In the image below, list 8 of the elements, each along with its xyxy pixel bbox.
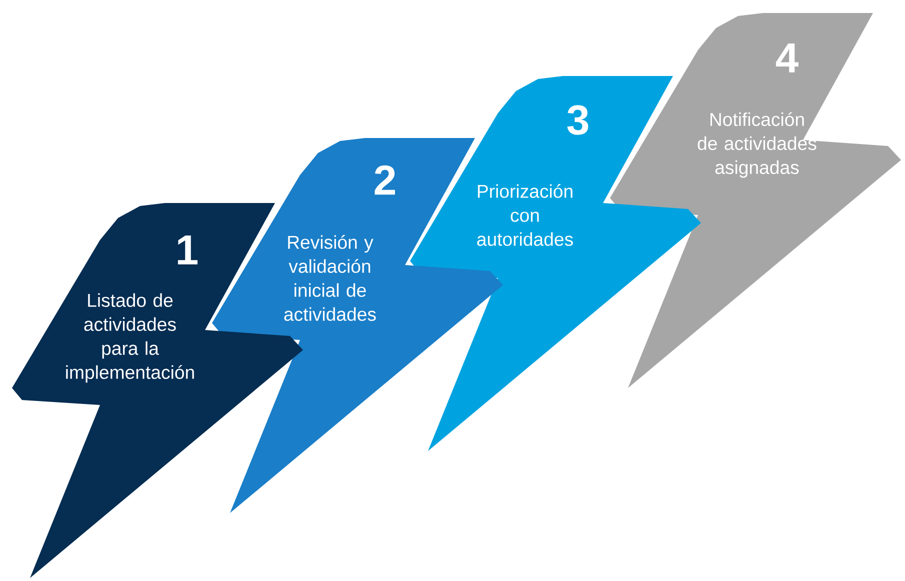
step-number: 1	[178, 236, 198, 264]
step-text: Revisión y validación inicial de actividades	[284, 235, 376, 321]
step-text: Priorización con autoridades	[477, 184, 573, 246]
lightning-bolt-shape	[610, 12, 901, 388]
step-number: 2	[374, 165, 395, 195]
step-number: 4	[776, 44, 798, 72]
step-text: Listado de actividades para la implementación	[66, 293, 194, 383]
step-number: 3	[567, 105, 588, 135]
